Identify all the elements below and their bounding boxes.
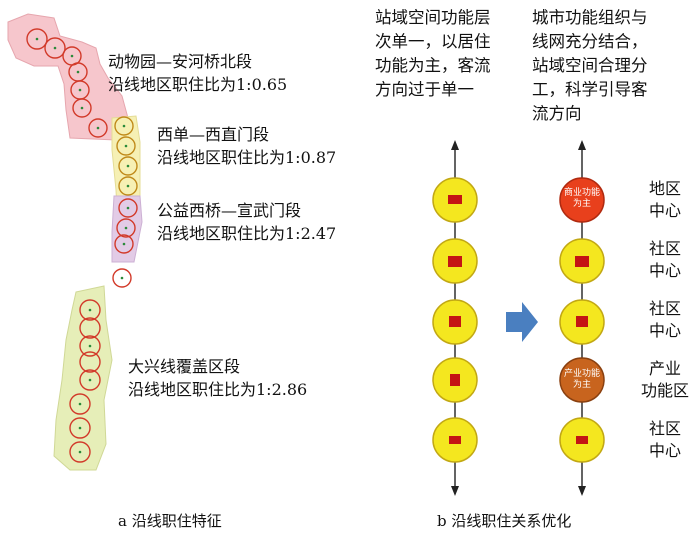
side-label-4: 产业 功能区 bbox=[640, 359, 689, 400]
station-dots bbox=[35, 37, 130, 454]
after-stations bbox=[559, 177, 605, 463]
before-stations bbox=[432, 177, 478, 463]
side-label-5: 社区 中心 bbox=[648, 419, 681, 460]
station-circles-central bbox=[112, 198, 138, 288]
segment-label-1: 动物园—安河桥北段 沿线地区职住比为1:0.65 bbox=[108, 52, 288, 94]
side-label-2: 社区 中心 bbox=[648, 239, 681, 280]
station-tag-commercial: 商业功能为主 bbox=[563, 188, 600, 209]
caption-b: b 沿线职住关系优化 bbox=[437, 512, 572, 530]
side-label-3: 社区 中心 bbox=[648, 299, 681, 340]
station-circles-south bbox=[69, 299, 101, 463]
caption-a: a 沿线职住特征 bbox=[118, 512, 222, 530]
transform-arrow bbox=[506, 302, 538, 342]
station-circles-north bbox=[26, 28, 108, 138]
after-description: 城市功能组织与 线网充分结合， 站域空间合理分 工，科学引导客 流方向 bbox=[532, 8, 648, 123]
segment-label-4: 大兴线覆盖区段 沿线地区职住比为1:2.86 bbox=[128, 357, 308, 399]
side-label-1: 地区 中心 bbox=[648, 179, 681, 220]
map-region-south bbox=[53, 285, 113, 471]
before-description: 站域空间功能层 次单一，以居住 功能为主，客流 方向过于单一 bbox=[375, 8, 491, 99]
segment-label-3: 公益西桥—宣武门段 沿线地区职住比为1:2.47 bbox=[157, 201, 337, 243]
segment-label-2: 西单—西直门段 沿线地区职住比为1:0.87 bbox=[157, 125, 337, 167]
station-tag-industry: 产业功能为主 bbox=[563, 369, 600, 390]
station-circles-middle bbox=[114, 116, 138, 196]
